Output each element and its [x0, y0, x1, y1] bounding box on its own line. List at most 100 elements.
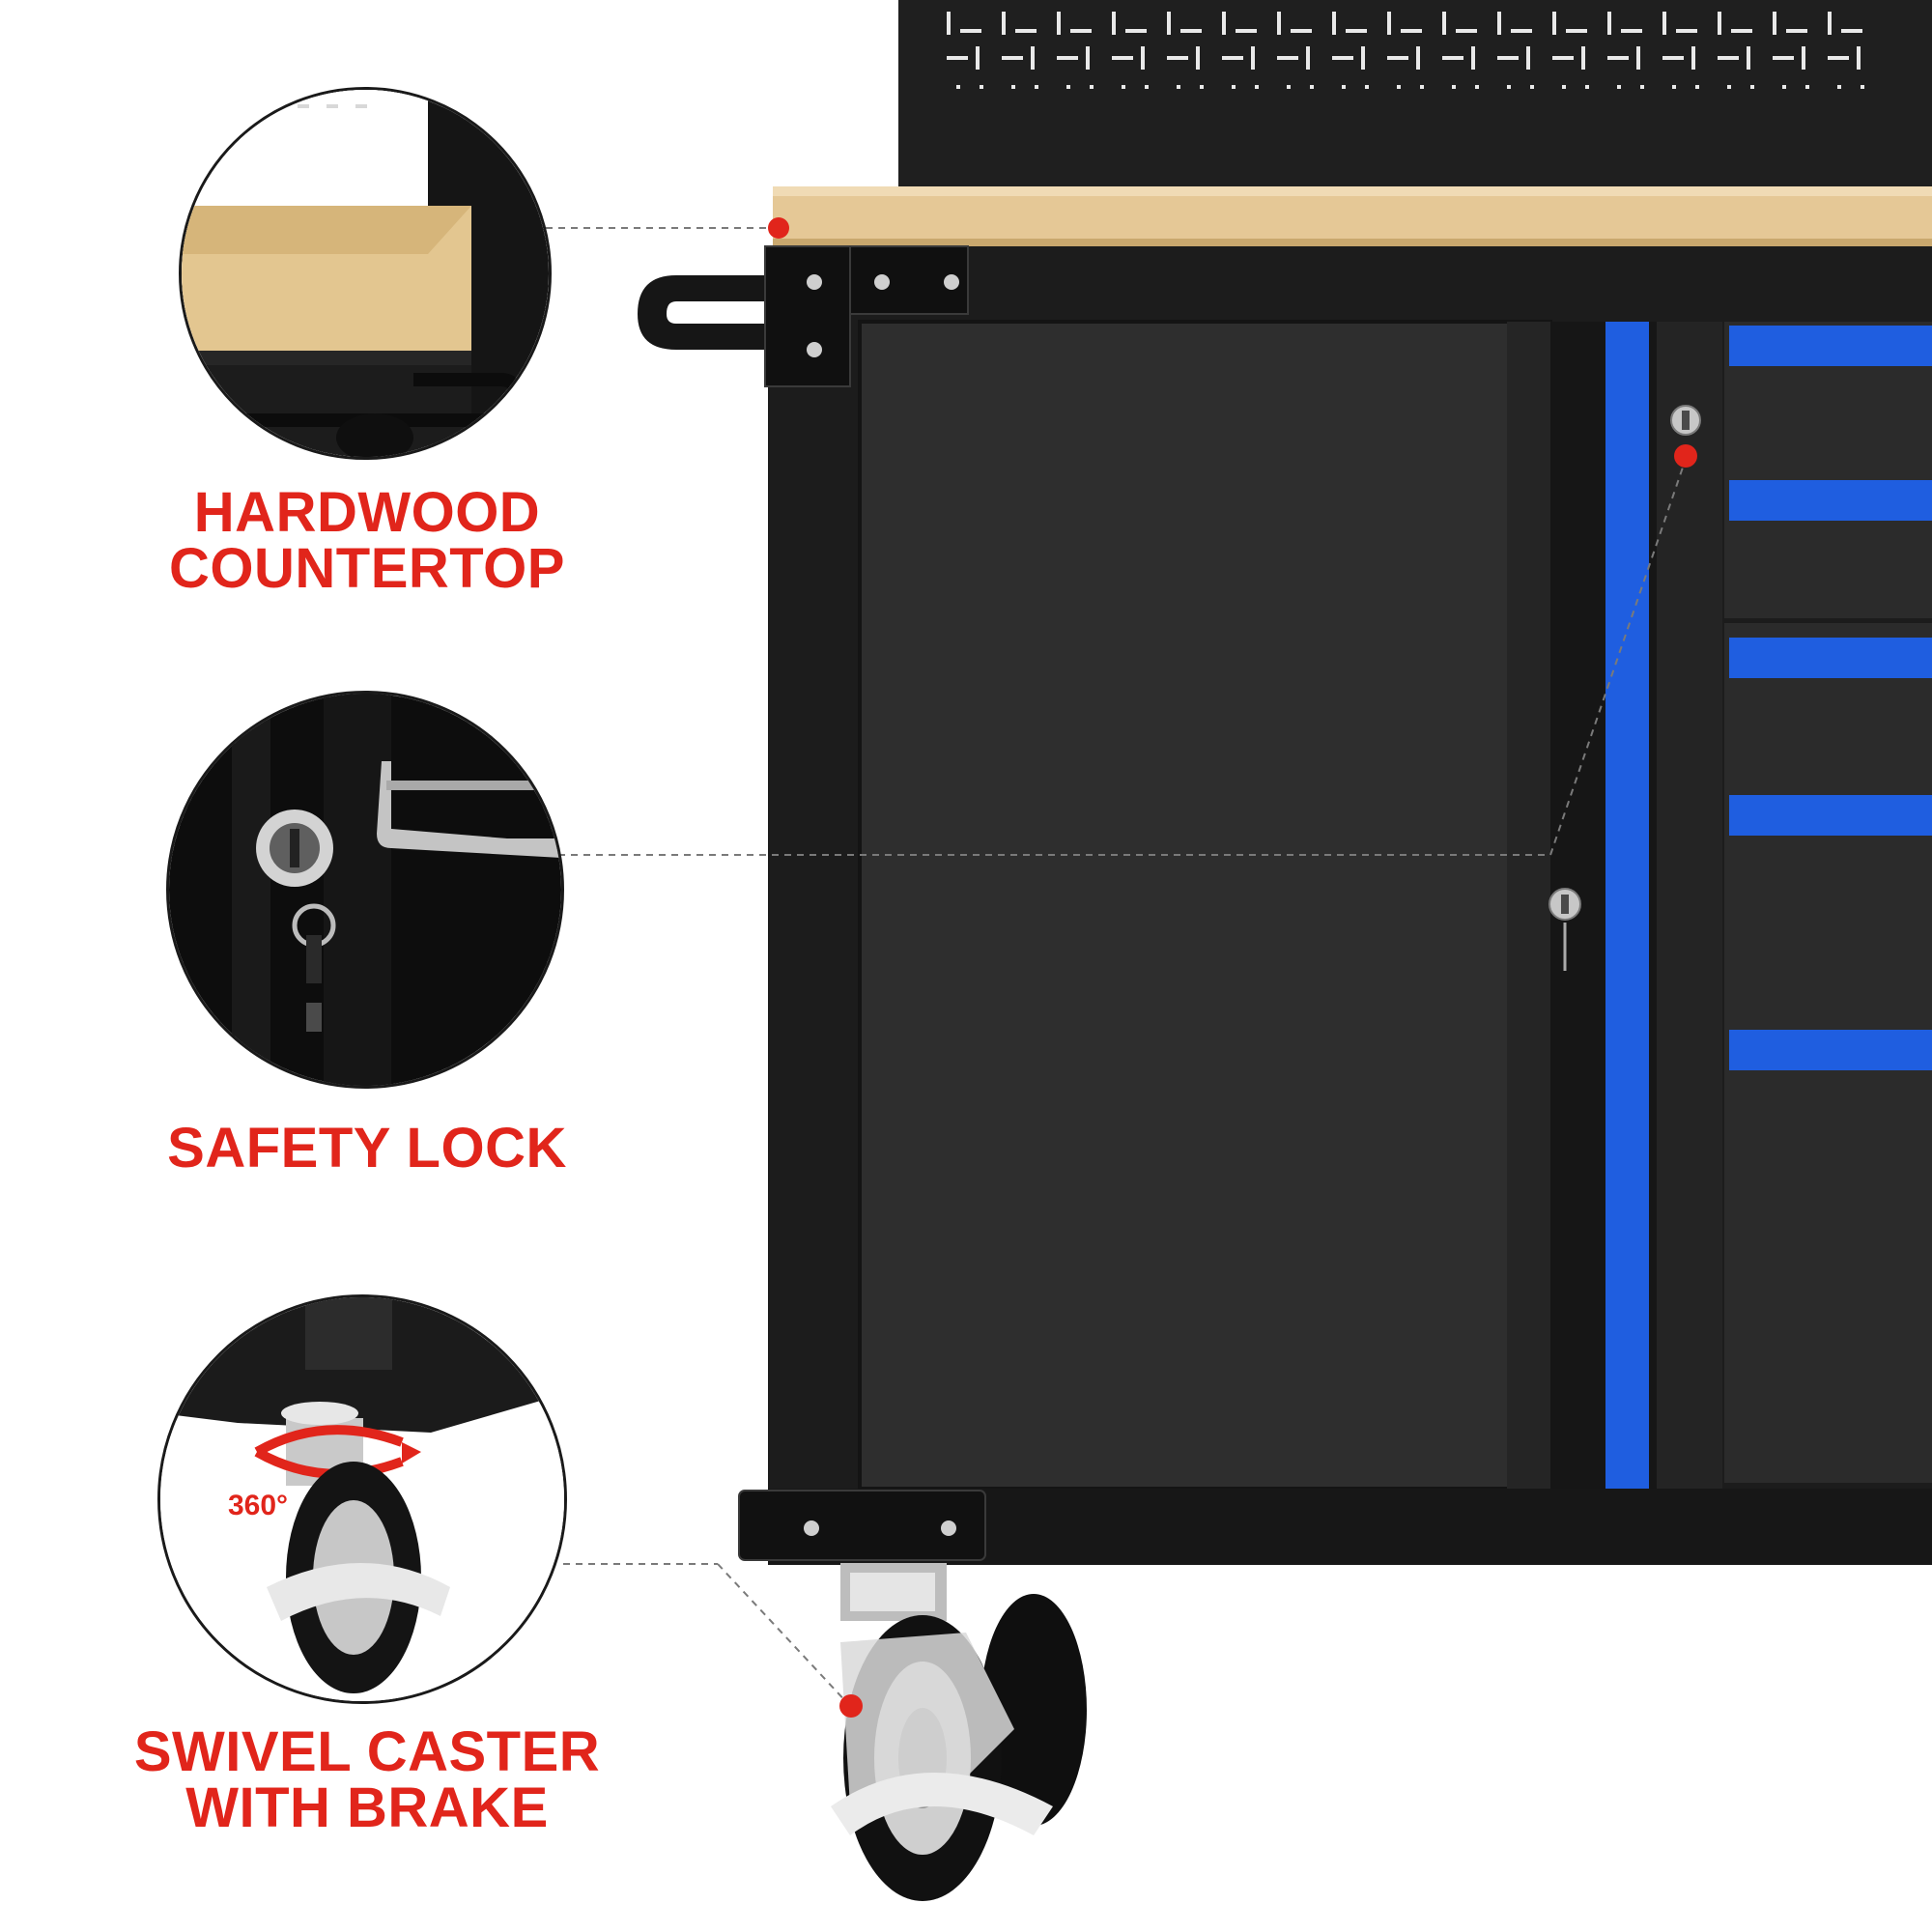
caster-label-line-2: WITH BRAKE [185, 1776, 549, 1839]
countertop-label-line-1: HARDWOOD [193, 481, 541, 544]
countertop-closeup-icon [182, 90, 549, 457]
pegboard-slot [1773, 12, 1776, 35]
pegboard-slot [1416, 46, 1420, 70]
pegboard-slot [1002, 56, 1023, 60]
pegboard-slot [1497, 56, 1519, 60]
pegboard-slot [1621, 29, 1642, 33]
pegboard-slot [1562, 85, 1566, 89]
pegboard-slot [1662, 56, 1684, 60]
pegboard-slot [1442, 12, 1446, 35]
pegboard-slot [1277, 56, 1298, 60]
pegboard-slot [1177, 85, 1180, 89]
lock-label-line-1: SAFETY LOCK [167, 1117, 567, 1179]
pegboard-slot [1122, 85, 1125, 89]
pegboard-slot [1566, 29, 1587, 33]
pegboard-slot [1291, 29, 1312, 33]
pegboard-slot [1397, 85, 1401, 89]
side-handle [638, 275, 792, 350]
caster-label-line-1: SWIVEL CASTER [133, 1720, 601, 1783]
pegboard-slot [1365, 85, 1369, 89]
pegboard-slot [1841, 29, 1862, 33]
countertop-closeup [179, 87, 552, 460]
pegboard-slot [1251, 46, 1255, 70]
lock-closeup [166, 691, 564, 1089]
pegboard-slot [1306, 46, 1310, 70]
blue-accent-strip [1605, 322, 1649, 1489]
pegboard-slot [1552, 56, 1574, 60]
pegboard-slot [1640, 85, 1644, 89]
pegboard-holes [947, 12, 1864, 89]
pegboard-slot [1636, 46, 1640, 70]
pegboard-slot [1607, 56, 1629, 60]
pegboard-slot [1662, 12, 1666, 35]
pegboard-slot [1031, 46, 1035, 70]
pegboard-slot [1361, 46, 1365, 70]
pegboard-slot [1456, 29, 1477, 33]
pegboard-slot [1086, 46, 1090, 70]
pegboard-slot [1718, 56, 1739, 60]
pegboard-slot [1401, 29, 1422, 33]
hardwood-countertop [773, 186, 1932, 246]
pegboard-slot [960, 29, 981, 33]
pegboard-slot [1718, 12, 1721, 35]
pegboard-slot [1475, 85, 1479, 89]
caster-closeup: 360° [157, 1294, 567, 1704]
pegboard-slot [1011, 85, 1015, 89]
pegboard-slot [1727, 85, 1731, 89]
pegboard-slot [1530, 85, 1534, 89]
bottom-bracket [738, 1490, 986, 1561]
pegboard-slot [956, 85, 960, 89]
pegboard-slot [1387, 56, 1408, 60]
pegboard-slot [1507, 85, 1511, 89]
pegboard-slot [1802, 46, 1805, 70]
pegboard-slot [1676, 29, 1697, 33]
lock-feature-label: SAFETY LOCK [155, 1121, 580, 1177]
pegboard-slot [1057, 12, 1061, 35]
pegboard-slot [1112, 56, 1133, 60]
pegboard-slot [1070, 29, 1092, 33]
pegboard-slot [1471, 46, 1475, 70]
pegboard-slot [1200, 85, 1204, 89]
pegboard-slot [1112, 12, 1116, 35]
pegboard-slot [1332, 12, 1336, 35]
pegboard-slot [1695, 85, 1699, 89]
caster-closeup-icon: 360° [160, 1297, 564, 1701]
pegboard-slot [1442, 56, 1463, 60]
pegboard-slot [1526, 46, 1530, 70]
rotation-degree-text: 360° [228, 1490, 288, 1521]
pegboard-slot [1672, 85, 1676, 89]
pegboard-slot [1420, 85, 1424, 89]
pegboard-slot [1180, 29, 1202, 33]
pegboard-slot [1057, 56, 1078, 60]
pegboard-slot [1617, 85, 1621, 89]
pegboard-slot [1828, 12, 1832, 35]
pegboard-slot [1222, 12, 1226, 35]
pegboard-slot [1287, 85, 1291, 89]
pegboard-slot [1141, 46, 1145, 70]
countertop-feature-label: HARDWOOD COUNTERTOP [155, 485, 580, 597]
pegboard-slot [1387, 12, 1391, 35]
callout-dots [768, 217, 1697, 1718]
callout-lines [546, 227, 1687, 1707]
lock-closeup-icon [169, 694, 561, 1086]
pegboard-slot [1002, 12, 1006, 35]
pegboard-slot [1581, 46, 1585, 70]
drawer-stack [1724, 322, 1932, 1483]
pegboard-slot [1805, 85, 1809, 89]
pegboard-slot [1497, 12, 1501, 35]
cabinet-door-left [858, 320, 1552, 1491]
pegboard-slot [1607, 12, 1611, 35]
pegboard-slot [1828, 56, 1849, 60]
caster-feature-label: SWIVEL CASTER WITH BRAKE [116, 1724, 618, 1836]
pegboard-slot [1773, 56, 1794, 60]
pegboard-slot [980, 85, 983, 89]
pegboard-slot [1782, 85, 1786, 89]
pegboard-slot [1167, 12, 1171, 35]
pegboard-slot [1857, 46, 1861, 70]
lock-door [1548, 888, 1581, 971]
pegboard-slot [1837, 85, 1841, 89]
pegboard-slot [1015, 29, 1037, 33]
pegboard-slot [1232, 85, 1236, 89]
